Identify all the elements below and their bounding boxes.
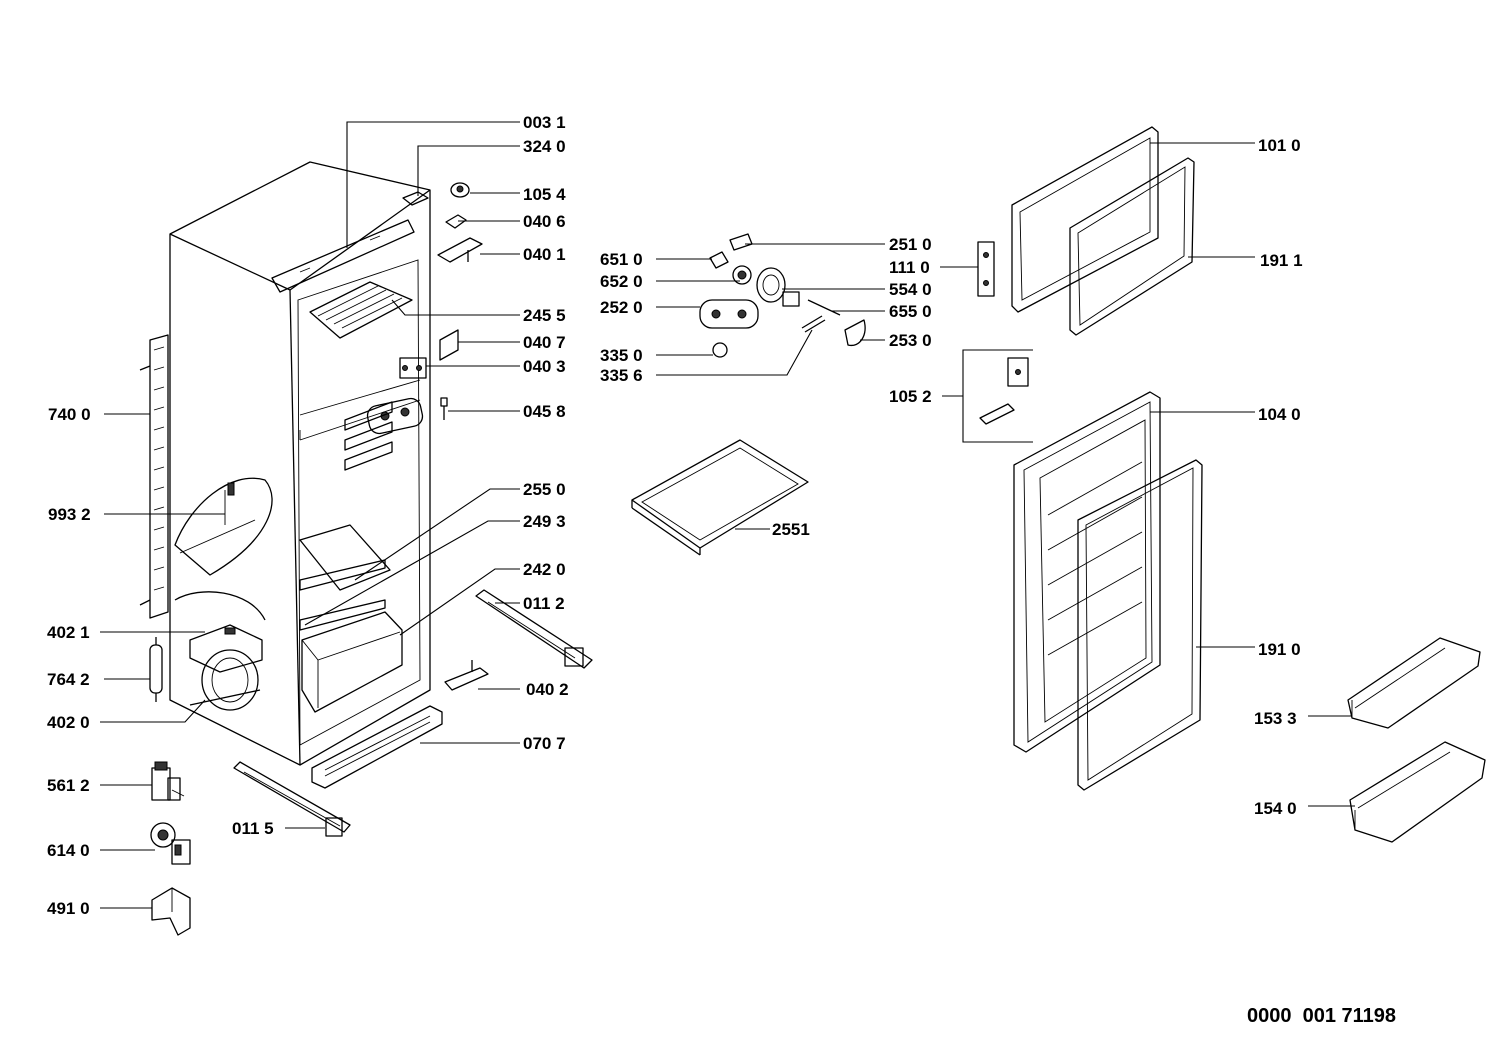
label-9932: 993 2	[48, 505, 91, 524]
label-2510: 251 0	[889, 235, 932, 254]
label-6140: 614 0	[47, 841, 90, 860]
freezer-wire-shelf	[309, 281, 413, 339]
fridge-shelves	[299, 401, 393, 631]
label-0402: 040 2	[526, 680, 569, 699]
left-rail	[233, 761, 351, 837]
label-5612: 561 2	[47, 776, 90, 795]
label-4910: 491 0	[47, 899, 90, 918]
document-number: 0000 001 71198	[1247, 1005, 1396, 1027]
label-3350: 335 0	[600, 346, 643, 365]
label-5540: 554 0	[889, 280, 932, 299]
label-7400: 740 0	[48, 405, 91, 424]
label-0458: 045 8	[523, 402, 566, 421]
label-6550: 655 0	[889, 302, 932, 321]
label-0407: 040 7	[523, 333, 566, 352]
label-6510: 651 0	[600, 250, 643, 269]
label-1911: 191 1	[1260, 251, 1303, 270]
condenser-coil	[139, 334, 169, 619]
label-1110: 111 0	[889, 258, 930, 277]
overload-protector	[150, 822, 191, 865]
label-2520: 252 0	[600, 298, 643, 317]
freezer-door	[1011, 126, 1195, 336]
label-3240: 324 0	[523, 137, 566, 156]
label-1533: 153 3	[1254, 709, 1297, 728]
label-1054: 105 4	[523, 185, 566, 204]
starter-relay	[151, 761, 185, 801]
middle-hinge-parts	[399, 329, 459, 379]
bottom-hinge	[444, 660, 489, 691]
top-cover-strip	[271, 219, 415, 293]
label-1052: 105 2	[889, 387, 932, 406]
door-shelf-lower	[1349, 741, 1486, 843]
door-stop-brackets	[979, 357, 1029, 425]
leader-lines	[100, 121, 1355, 909]
label-0406: 040 6	[523, 212, 566, 231]
label-0115: 011 5	[232, 819, 274, 838]
evaporator-detail	[174, 477, 273, 576]
label-1910: 191 0	[1258, 640, 1301, 659]
label-7642: 764 2	[47, 670, 90, 689]
label-2530: 253 0	[889, 331, 932, 350]
label-4020: 402 0	[47, 713, 90, 732]
right-rail	[475, 589, 593, 669]
label-0112: 011 2	[523, 594, 565, 613]
glass-shelf	[631, 439, 809, 556]
filter-drier	[149, 637, 163, 702]
label-2551: 2551	[772, 520, 810, 539]
label-2493: 249 3	[523, 512, 566, 531]
kick-plate	[311, 705, 443, 789]
label-1040: 104 0	[1258, 405, 1301, 424]
cabinet-body	[169, 161, 431, 766]
label-1540: 154 0	[1254, 799, 1297, 818]
door-shelf-upper	[1347, 637, 1481, 729]
top-hinge-parts	[402, 182, 483, 263]
screw	[440, 397, 448, 420]
relay-cover	[151, 887, 191, 936]
thermostat-assembly	[699, 233, 866, 358]
label-6520: 652 0	[600, 272, 643, 291]
crisper-drawer	[301, 611, 403, 713]
part-labels: 003 1 324 0 105 4 040 6 040 1 245 5 040 …	[47, 113, 1303, 918]
door-hinge-bracket	[977, 241, 995, 297]
compressor	[174, 591, 266, 711]
label-2550: 255 0	[523, 480, 566, 499]
label-2420: 242 0	[523, 560, 566, 579]
label-0403: 040 3	[523, 357, 566, 376]
label-1010: 101 0	[1258, 136, 1301, 155]
label-0707: 070 7	[523, 734, 566, 753]
inner-thermostat-housing	[366, 397, 424, 435]
label-3356: 335 6	[600, 366, 643, 385]
label-2455: 245 5	[523, 306, 566, 325]
fridge-door	[1013, 391, 1203, 791]
label-0031: 003 1	[523, 113, 566, 132]
label-0401: 040 1	[523, 245, 566, 264]
label-4021: 402 1	[47, 623, 90, 642]
